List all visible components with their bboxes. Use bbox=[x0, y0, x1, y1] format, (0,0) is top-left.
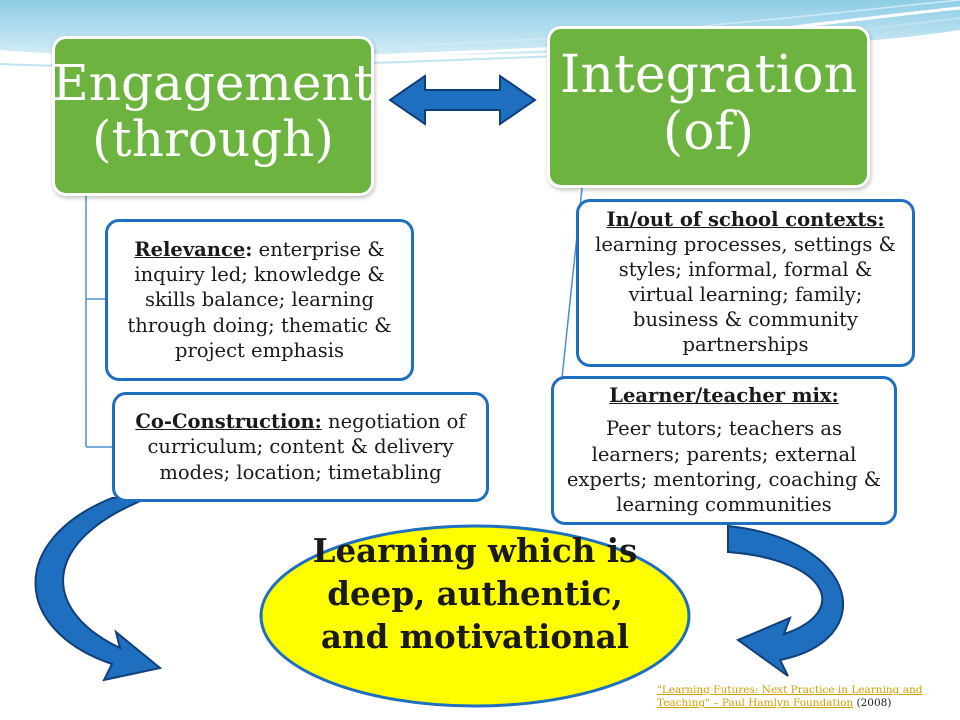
co-construction-card: Co-Construction: negotiation of curricul… bbox=[112, 392, 489, 502]
outcome-text: Learning which is deep, authentic, and m… bbox=[312, 531, 638, 656]
engagement-header-line2: (through) bbox=[92, 110, 334, 168]
integration-header-line1: Integration bbox=[559, 45, 858, 105]
engagement-tree-lines bbox=[85, 196, 112, 448]
relevance-label: Relevance bbox=[134, 237, 246, 261]
engagement-header-line1: Engagement bbox=[52, 54, 374, 112]
co-construction-label: Co-Construction: bbox=[135, 409, 322, 433]
engagement-header: Engagement (through) bbox=[52, 36, 374, 196]
left-curved-arrow-icon bbox=[34, 497, 163, 682]
citation-link[interactable]: "Learning Futures: Next Practice in Lear… bbox=[657, 684, 923, 710]
outcome-ellipse bbox=[259, 524, 691, 708]
learner-teacher-mix-text: Peer tutors; teachers as learners; paren… bbox=[566, 417, 882, 517]
relevance-label-colon: : bbox=[245, 237, 253, 261]
relevance-card: Relevance: enterprise & inquiry led; kno… bbox=[105, 219, 414, 381]
learner-teacher-mix-card: Learner/teacher mix: Peer tutors; teache… bbox=[551, 376, 897, 525]
school-contexts-card: In/out of school contexts: learning proc… bbox=[576, 199, 915, 367]
co-construction-card-body: Co-Construction: negotiation of curricul… bbox=[125, 409, 476, 485]
integration-header: Integration (of) bbox=[547, 26, 870, 188]
learner-teacher-mix-label: Learner/teacher mix: bbox=[609, 384, 839, 407]
school-contexts-text: learning processes, settings & styles; i… bbox=[595, 233, 896, 356]
relevance-text: enterprise & inquiry led; knowledge & sk… bbox=[127, 237, 392, 363]
relevance-card-body: Relevance: enterprise & inquiry led; kno… bbox=[120, 237, 399, 364]
co-construction-text: negotiation of curriculum; content & del… bbox=[147, 409, 466, 484]
integration-header-line2: (of) bbox=[662, 102, 755, 163]
double-arrow-icon bbox=[388, 74, 537, 126]
school-contexts-label: In/out of school contexts: bbox=[606, 208, 885, 232]
citation-year: (2008) bbox=[856, 697, 892, 710]
citation: "Learning Futures: Next Practice in Lear… bbox=[657, 684, 957, 710]
right-curved-arrow-icon bbox=[727, 524, 845, 677]
